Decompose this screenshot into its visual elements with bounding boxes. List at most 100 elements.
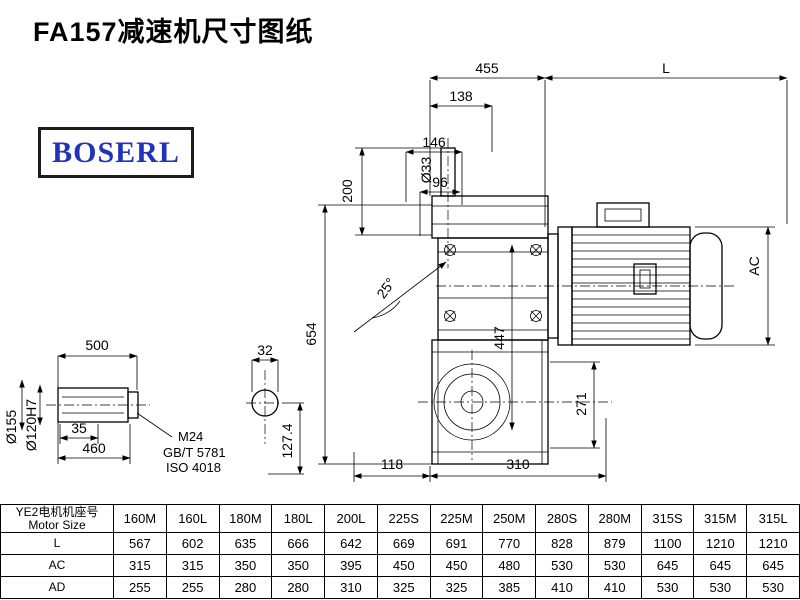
table-cell: 530 [535, 554, 589, 577]
size-col-header: 160L [165, 504, 220, 533]
dim-AC: AC [746, 256, 762, 275]
motor-size-table: YE2电机机座号 Motor Size 160M 160L 180M 180L … [0, 504, 800, 599]
table-cell: 325 [376, 576, 431, 599]
dim-447: 447 [491, 326, 507, 350]
table-cell: 1210 [746, 532, 800, 555]
table-cell: 325 [429, 576, 484, 599]
table-cell: 691 [429, 532, 484, 555]
dim-654: 654 [303, 322, 319, 346]
table-cell: 770 [482, 532, 537, 555]
table-cell: 350 [271, 554, 326, 577]
table-cell: 645 [640, 554, 695, 577]
dim-dia120: Ø120H7 [23, 399, 39, 451]
thread-note-leader [136, 412, 173, 438]
dimension-labels: 455 L 138 146 96 Ø33 200 654 25° 447 AC … [3, 60, 762, 475]
table-cell: 642 [324, 532, 378, 555]
table-cell: 450 [429, 554, 484, 577]
table-row-AD: AD 255 255 280 280 310 325 325 385 410 4… [0, 576, 800, 599]
bolt-mark-2 [530, 244, 542, 256]
table-cell: 255 [113, 576, 167, 599]
row-label: AC [0, 554, 114, 577]
table-cell: 879 [587, 532, 642, 555]
size-col-header: 315L [746, 504, 800, 533]
note-standard-gbt: GB/T 5781 [163, 445, 226, 460]
bolt-mark-4 [530, 310, 542, 322]
table-cell: 410 [587, 576, 642, 599]
table-cell: 567 [113, 532, 167, 555]
dim-138: 138 [449, 88, 473, 104]
dim-dia155: Ø155 [3, 410, 19, 444]
angle-arc [371, 300, 401, 319]
dim-455: 455 [475, 60, 499, 76]
bolt-mark-3 [444, 310, 456, 322]
size-col-header: 200L [324, 504, 378, 533]
dim-146: 146 [422, 134, 446, 150]
bolt-cross-marks [444, 244, 542, 322]
note-thread: M24 [178, 429, 203, 444]
motor-nameplate-inner [639, 269, 651, 289]
motor-size-header: YE2电机机座号 Motor Size [0, 504, 114, 533]
row-label: AD [0, 576, 114, 599]
table-cell: 315 [113, 554, 167, 577]
row-label: L [0, 532, 114, 555]
dim-310: 310 [506, 456, 530, 472]
table-header-row: YE2电机机座号 Motor Size 160M 160L 180M 180L … [0, 504, 800, 533]
centerlines [46, 138, 735, 460]
bolt-mark-1 [444, 244, 456, 256]
size-col-header: 280M [587, 504, 642, 533]
dim-118: 118 [381, 456, 404, 472]
size-col-header: 315M [693, 504, 748, 533]
dimension-lines [19, 75, 788, 479]
boserl-logo: BOSERL [38, 127, 194, 178]
dim-127: 127.4 [279, 423, 295, 458]
motor-size-header-en: Motor Size [28, 517, 86, 532]
motor-terminal-box [596, 202, 650, 228]
table-cell: 315 [165, 554, 220, 577]
size-col-header: 315S [640, 504, 695, 533]
shaft-keyway-lines [62, 396, 124, 414]
size-col-header: 180L [271, 504, 326, 533]
table-cell: 255 [165, 576, 220, 599]
housing-top-block [431, 195, 549, 239]
motor-cooling-fins [572, 234, 690, 340]
table-cell: 669 [376, 532, 431, 555]
table-cell: 530 [693, 576, 748, 599]
size-col-header: 250M [482, 504, 537, 533]
table-cell: 450 [376, 554, 431, 577]
table-cell: 530 [640, 576, 695, 599]
dim-96: 96 [432, 174, 448, 190]
extension-lines [57, 80, 788, 482]
table-cell: 828 [535, 532, 589, 555]
table-cell: 395 [324, 554, 378, 577]
table-row-AC: AC 315 315 350 350 395 450 450 480 530 5… [0, 554, 800, 577]
page-title: FA157减速机尺寸图纸 [33, 17, 314, 47]
table-cell: 1100 [640, 532, 695, 555]
dim-dia33: Ø33 [418, 157, 434, 184]
table-cell: 280 [218, 576, 273, 599]
table-cell: 1210 [693, 532, 748, 555]
table-cell: 410 [535, 576, 589, 599]
boserl-logo-text: BOSERL [52, 135, 180, 169]
technical-drawing: 455 L 138 146 96 Ø33 200 654 25° 447 AC … [3, 60, 788, 482]
size-col-header: 280S [535, 504, 589, 533]
table-cell: 645 [693, 554, 748, 577]
size-col-header: 160M [113, 504, 167, 533]
motor-nameplate [633, 263, 657, 295]
size-col-header: 180M [218, 504, 273, 533]
dim-460: 460 [82, 440, 106, 456]
table-cell: 635 [218, 532, 273, 555]
table-cell: 280 [271, 576, 326, 599]
table-row-L: L 567 602 635 666 642 669 691 770 828 87… [0, 532, 800, 555]
dim-L: L [662, 60, 670, 76]
dim-32: 32 [257, 342, 273, 358]
gearbox-main-view [431, 147, 549, 465]
table-cell: 666 [271, 532, 326, 555]
motor-terminal-box-lid [604, 208, 642, 222]
dim-200: 200 [339, 179, 355, 203]
angle-leader-line [353, 261, 447, 333]
table-cell: 310 [324, 576, 378, 599]
size-col-header: 225S [376, 504, 431, 533]
motor-size-header-cn: YE2电机机座号 [15, 504, 99, 519]
dim-angle-25: 25° [373, 275, 398, 302]
